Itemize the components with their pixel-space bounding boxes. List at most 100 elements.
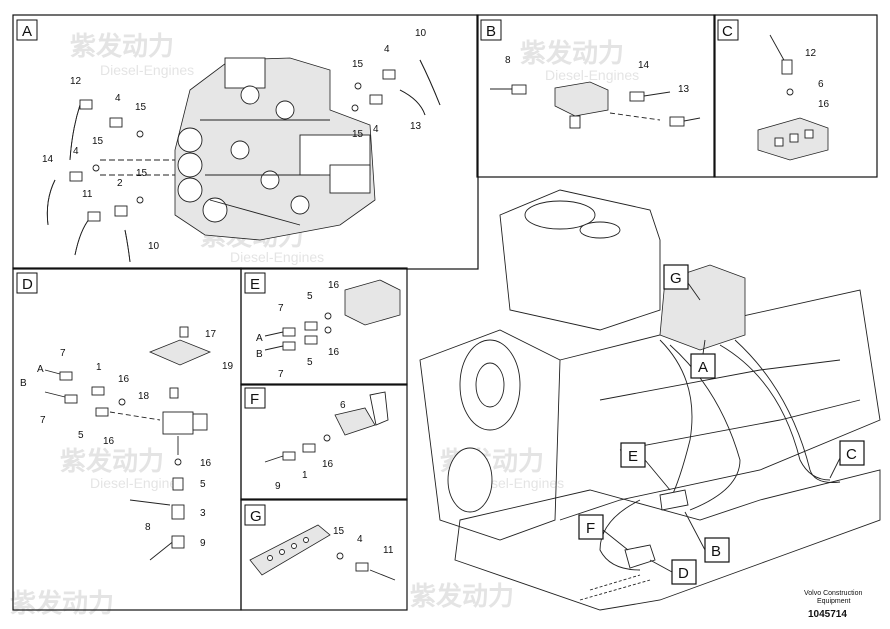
footer: Volvo Construction Equipment 1045714	[804, 590, 862, 620]
panel-d: D 17 19 7 A B 1 16 18 7 5 16 16 5 3 8	[12, 267, 242, 611]
overview-tag-g	[663, 264, 689, 290]
panel-c: C 12 6 16	[713, 14, 878, 178]
callout-label: 16	[328, 347, 340, 358]
callout-label: 1	[96, 362, 102, 373]
overview-tag-e	[620, 442, 646, 468]
callout-label: B	[20, 378, 27, 389]
panel-b-tag	[480, 19, 502, 41]
callout-label: 19	[222, 361, 234, 372]
callout-label: 11	[82, 189, 93, 200]
callout-label: 9	[275, 481, 281, 492]
panel-a-frame	[12, 14, 479, 270]
callout-label: 18	[138, 391, 150, 402]
callout-label: 4	[373, 124, 379, 135]
document-number: 1045714	[808, 609, 847, 620]
callout-label: 4	[357, 534, 363, 545]
callout-label: 16	[118, 374, 130, 385]
panel-g-frame	[240, 498, 408, 611]
watermark-brand: 紫发动力	[10, 588, 114, 618]
callout-label: 13	[410, 121, 422, 132]
callout-label: 15	[136, 168, 148, 179]
callout-label: 7	[40, 415, 46, 426]
watermark-sub: Diesel-Engines	[470, 475, 564, 491]
panel-d-frame	[12, 267, 242, 611]
callout-label: 1	[302, 470, 308, 481]
panel-c-letter: C	[722, 23, 733, 40]
watermark-sub: Diesel-Engines	[230, 249, 324, 265]
overview-tag-f	[578, 514, 604, 540]
callout-label: 16	[322, 459, 334, 470]
footer-company: Volvo Construction	[804, 590, 862, 597]
callout-label: 11	[383, 545, 394, 556]
callout-label: 12	[805, 48, 817, 59]
callout-label: 8	[505, 55, 511, 66]
overview-tag-label: F	[586, 520, 595, 537]
machine-overview	[419, 189, 881, 611]
panel-e-tag	[244, 272, 266, 294]
watermark-brand: 紫发动力	[60, 446, 164, 476]
panel-e-frame	[240, 267, 408, 386]
callout-label: 13	[678, 84, 690, 95]
overview-tags: G A E C F B D	[578, 264, 865, 585]
callout-label: 15	[135, 102, 147, 113]
callout-label: 10	[148, 241, 160, 252]
panel-g-tag	[244, 504, 266, 526]
watermark-brand: 紫发动力	[410, 581, 514, 611]
callout-label: A	[256, 333, 263, 344]
control-valve	[174, 57, 376, 241]
panel-b-letter: B	[486, 23, 496, 40]
callout-label: 6	[818, 79, 824, 90]
callout-label: 5	[78, 430, 84, 441]
panel-d-letter: D	[22, 276, 33, 293]
watermark-sub: Diesel-Engines	[90, 475, 184, 491]
callout-label: 16	[818, 99, 830, 110]
callout-label: 14	[638, 60, 650, 71]
callout-label: 15	[352, 129, 364, 140]
callout-label: 12	[70, 76, 82, 87]
callout-label: 4	[384, 44, 390, 55]
panel-e: E 7 5 16 A B 5 16 7	[240, 267, 408, 386]
callout-label: 5	[307, 357, 313, 368]
watermark-brand: 紫发动力	[520, 38, 624, 68]
footer-company-sub: Equipment	[817, 598, 851, 605]
panel-f-tag	[244, 387, 266, 409]
panel-f: F 6 1 16 9	[240, 383, 408, 501]
callout-label: 14	[42, 154, 54, 165]
callout-label: 15	[352, 59, 364, 70]
callout-label: 9	[200, 538, 206, 549]
callout-label: B	[256, 349, 263, 360]
panel-b-frame	[476, 14, 716, 178]
overview-tag-label: D	[678, 565, 689, 582]
callout-label: 7	[60, 348, 66, 359]
panel-d-tag	[16, 272, 38, 294]
panel-c-frame	[713, 14, 878, 178]
callout-label: 5	[200, 479, 206, 490]
callout-label: 16	[103, 436, 115, 447]
callout-label: 17	[205, 329, 217, 340]
callout-label: 6	[340, 400, 346, 411]
panel-c-tag	[717, 19, 739, 41]
overview-tag-label: A	[698, 359, 708, 376]
callout-label: 2	[117, 178, 123, 189]
panel-f-letter: F	[250, 391, 259, 408]
overview-tag-c	[839, 440, 865, 466]
callout-label: 4	[73, 146, 79, 157]
overview-tag-label: G	[670, 270, 682, 287]
callout-label: 10	[415, 28, 427, 39]
panel-b: B 8 14 13	[476, 14, 716, 178]
panel-a-tag	[16, 19, 38, 41]
panel-g: G 15 4 11	[240, 498, 408, 611]
watermark-sub: Diesel-Engines	[545, 67, 639, 83]
panel-e-letter: E	[250, 276, 260, 293]
overview-tag-a	[690, 353, 716, 379]
panel-a: A	[12, 14, 479, 270]
overview-tag-label: E	[628, 448, 638, 465]
watermark-brand: 紫发动力	[70, 31, 174, 61]
panel-a-letter: A	[22, 23, 32, 40]
callout-label: 4	[115, 93, 121, 104]
callout-label: 16	[328, 280, 340, 291]
watermark-sub: Diesel-Engines	[100, 62, 194, 78]
panel-g-letter: G	[250, 508, 262, 525]
callout-label: 7	[278, 303, 284, 314]
